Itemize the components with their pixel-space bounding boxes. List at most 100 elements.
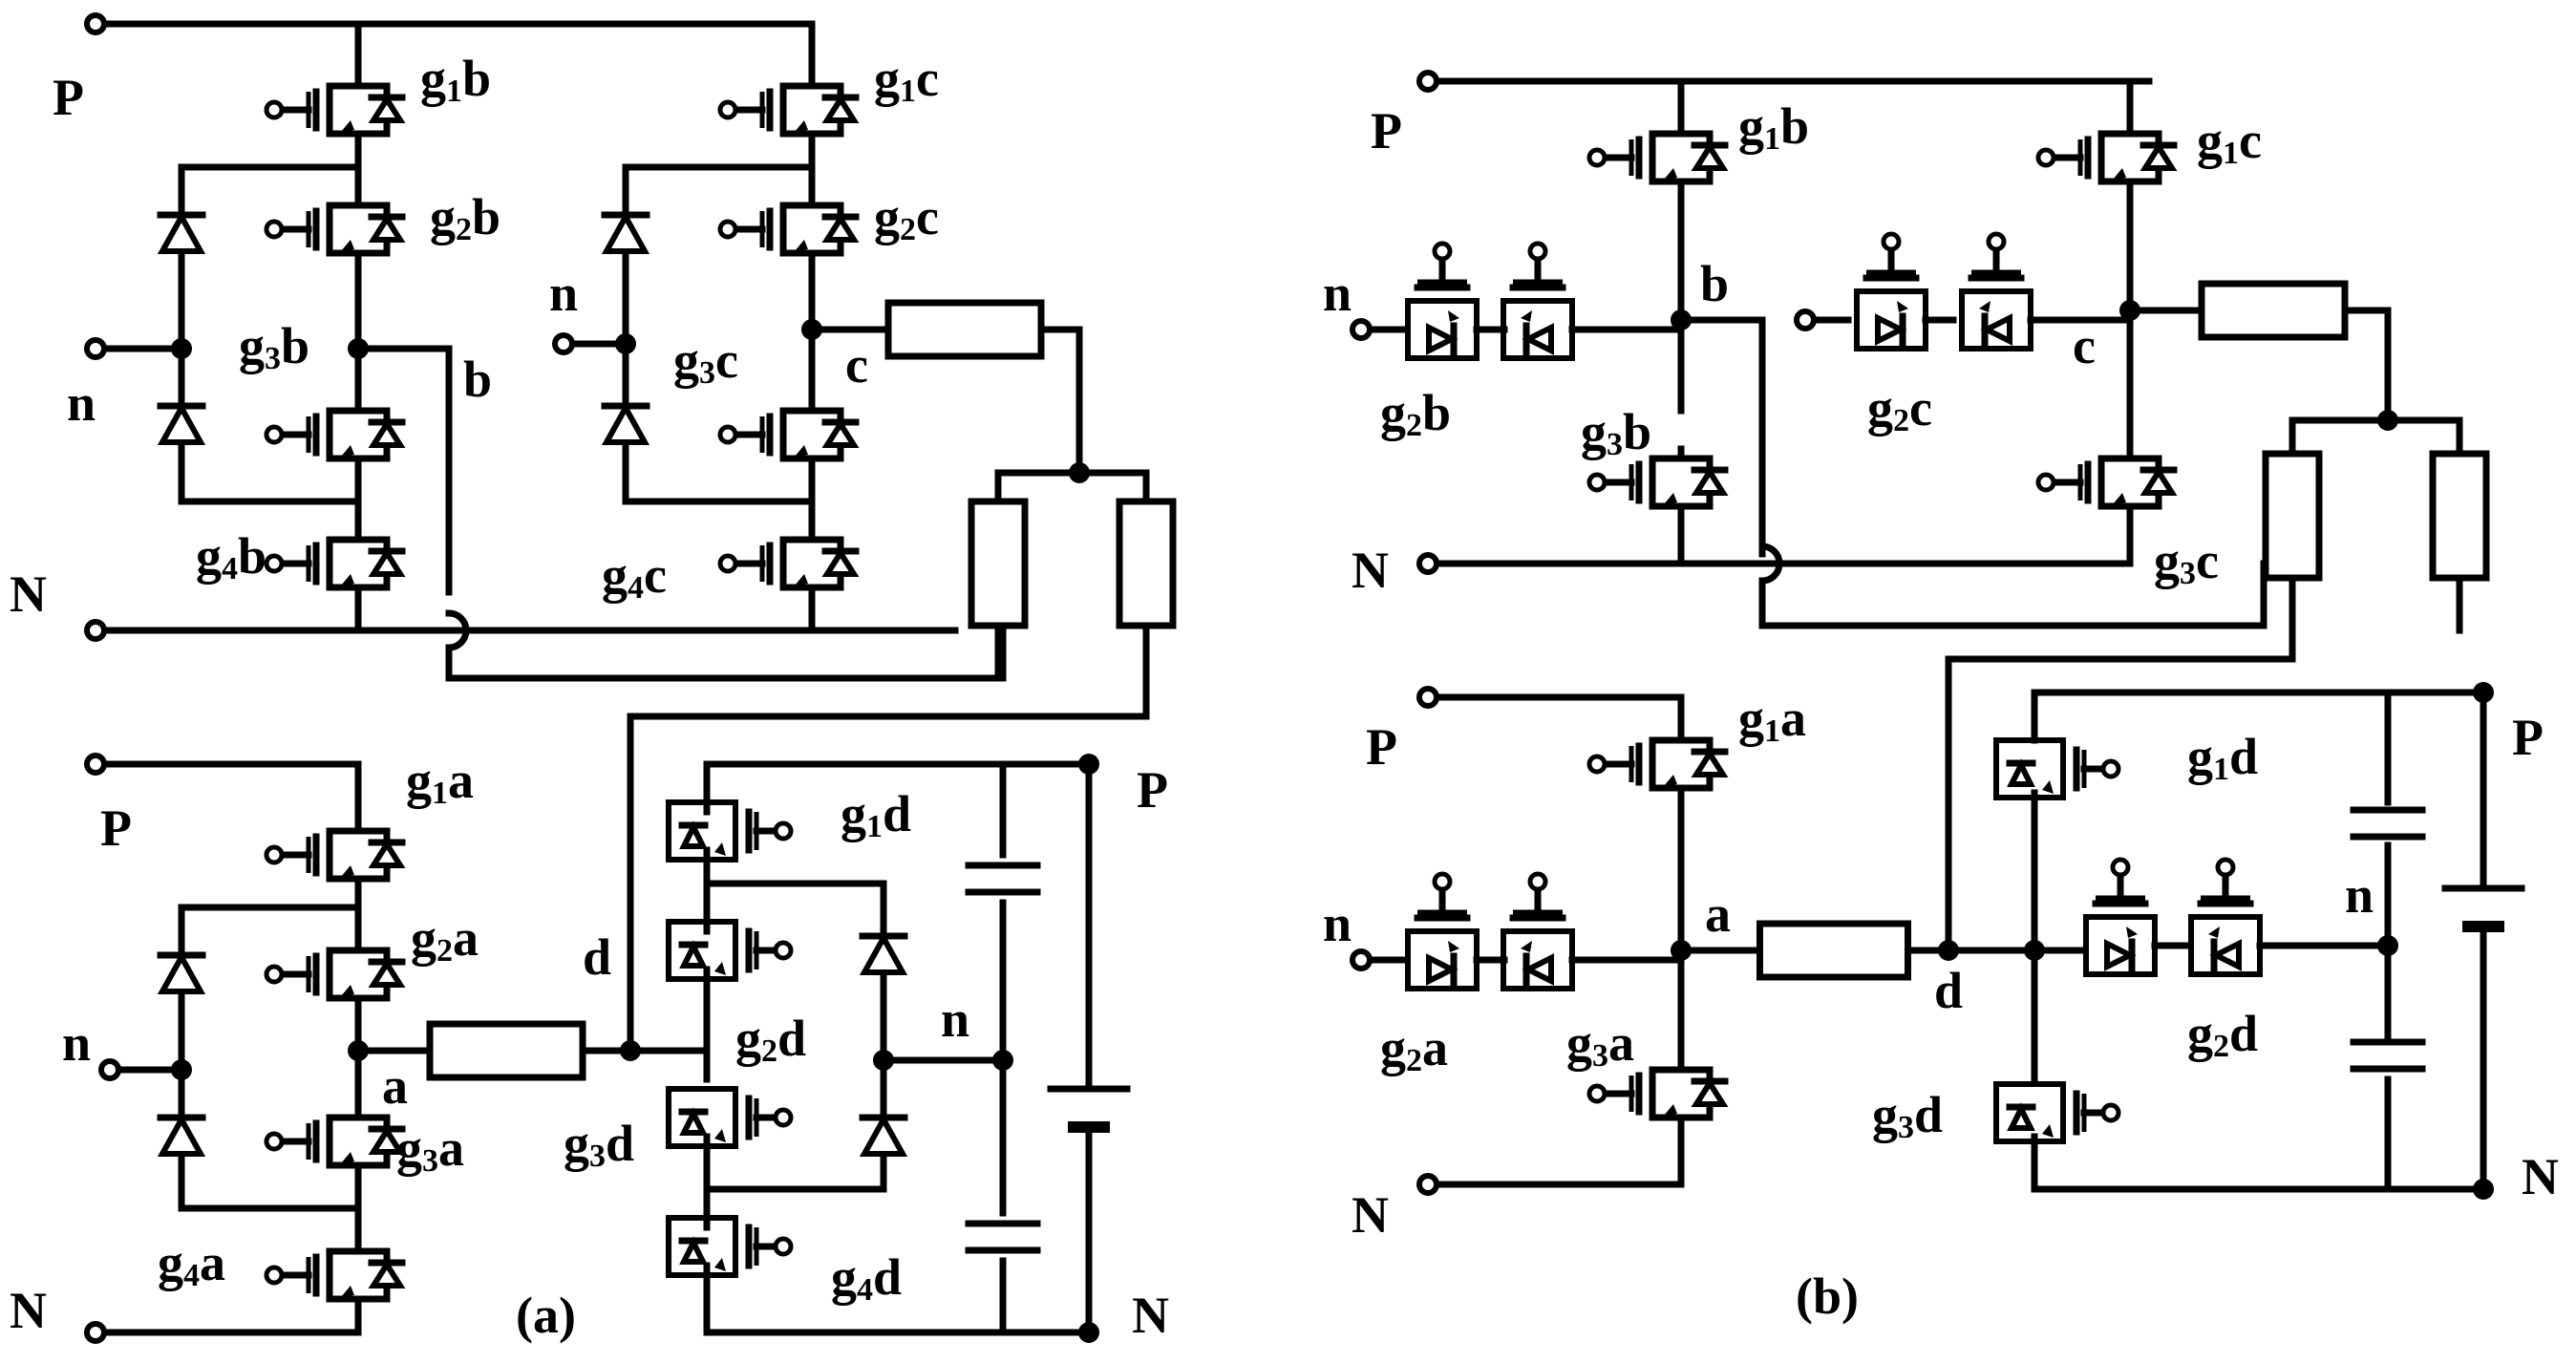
igbt-switch — [666, 1086, 794, 1149]
gate-label-g4d: g4d — [831, 1248, 902, 1308]
terminal-P: P — [1366, 718, 1397, 776]
gate-label-g1a: g1a — [406, 752, 474, 811]
diode — [157, 210, 206, 254]
igbt-switch — [1993, 737, 2121, 800]
wire — [354, 345, 453, 596]
gate-terminal — [264, 99, 285, 120]
terminal-circle — [84, 753, 107, 776]
gate-terminal — [2215, 857, 2236, 878]
gate-label-g3d: g3d — [564, 1115, 634, 1174]
wire — [445, 627, 1007, 682]
gate-terminal — [773, 1236, 794, 1257]
igbt-switch — [264, 1238, 406, 1312]
terminal-n: n — [67, 374, 96, 432]
node-b: b — [463, 351, 492, 408]
igbt-switch — [1501, 241, 1575, 361]
gate-label-g2d: g2d — [2187, 1005, 2258, 1064]
gate-terminal — [1432, 241, 1453, 262]
gate-label-g1d: g1d — [841, 785, 911, 844]
crossover-hop — [445, 609, 470, 651]
gate-terminal — [2035, 147, 2056, 168]
wire — [2341, 307, 2392, 424]
igbt-switch — [2188, 857, 2263, 977]
caption-a: (a) — [516, 1287, 576, 1344]
terminal-circle — [84, 337, 107, 360]
node-d: d — [1934, 962, 1963, 1019]
resistor — [426, 1020, 586, 1081]
igbt-switch — [264, 526, 406, 601]
components — [157, 73, 2525, 1312]
node-n: n — [2345, 866, 2374, 924]
terminal-N: N — [1352, 1186, 1389, 1244]
igbt-switch — [1959, 231, 2033, 351]
wire — [1424, 1123, 1685, 1188]
terminal-circle — [1350, 948, 1373, 971]
terminal-P: P — [1137, 761, 1168, 819]
wire — [92, 1305, 362, 1336]
gate-terminal — [264, 844, 285, 865]
terminal-n: n — [62, 1014, 91, 1072]
gate-terminal — [773, 940, 794, 961]
gate-label-g1a: g1a — [1738, 690, 1806, 749]
node-c: c — [2073, 317, 2096, 374]
gate-terminal — [717, 99, 738, 120]
gate-label-g3b: g3b — [239, 317, 309, 376]
terminal-n: n — [549, 265, 578, 322]
gate-label-g1b: g1b — [420, 50, 491, 109]
igbt-switch — [1586, 727, 1729, 801]
terminal-circle — [1794, 309, 1817, 331]
node-a: a — [382, 1057, 408, 1115]
igbt-switch — [264, 818, 406, 892]
gate-label-g3d: g3d — [1872, 1086, 1943, 1145]
resistor — [2262, 450, 2323, 582]
gate-terminal — [1527, 871, 1548, 892]
igbt-switch — [264, 937, 406, 1012]
terminal-circle — [552, 332, 575, 355]
gate-terminal — [1527, 241, 1548, 262]
igbt-switch — [1586, 445, 1729, 520]
terminal-circle — [1416, 1173, 1439, 1196]
gate-label-g2c: g2c — [1867, 379, 1932, 438]
gate-terminal — [773, 1107, 794, 1128]
node-d: d — [583, 928, 611, 986]
wire — [1758, 560, 2267, 629]
gate-label-g1c: g1c — [874, 50, 939, 109]
gate-terminal — [2100, 1102, 2121, 1123]
igbt-switch — [264, 73, 406, 147]
gate-terminal — [264, 964, 285, 985]
resistor — [2198, 280, 2349, 341]
gate-terminal — [1586, 1083, 1607, 1104]
terminal-circle — [1350, 318, 1373, 341]
node-b: b — [1700, 255, 1729, 312]
node-a: a — [1705, 885, 1731, 943]
resistor — [968, 498, 1029, 629]
resistor — [884, 299, 1045, 360]
terminal-P: P — [1371, 102, 1402, 160]
diode — [601, 210, 650, 254]
gate-label-g2a: g2a — [1380, 1019, 1448, 1078]
terminal-N: N — [1352, 542, 1389, 599]
gate-terminal — [1586, 754, 1607, 775]
igbt-switch — [1501, 871, 1575, 991]
wire — [1424, 693, 1685, 735]
igbt-switch — [666, 919, 794, 982]
terminal-circle — [84, 12, 107, 35]
igbt-switch — [1854, 231, 1928, 351]
igbt-switch — [2035, 120, 2178, 195]
terminal-circle — [98, 1058, 121, 1081]
terminal-P: P — [2512, 709, 2544, 766]
gate-terminal — [264, 219, 285, 240]
gate-terminal — [264, 424, 285, 445]
terminal-P: P — [53, 69, 84, 126]
wiring — [84, 12, 2494, 1344]
igbt-switch — [717, 526, 860, 601]
gate-label-g2b: g2b — [1380, 384, 1451, 443]
igbt-switch — [666, 1215, 794, 1278]
gate-label-g2b: g2b — [430, 188, 500, 247]
caption-b: (b) — [1796, 1267, 1859, 1325]
terminal-N: N — [1132, 1287, 1169, 1344]
igbt-switch — [264, 1104, 406, 1179]
gate-terminal — [717, 553, 738, 574]
